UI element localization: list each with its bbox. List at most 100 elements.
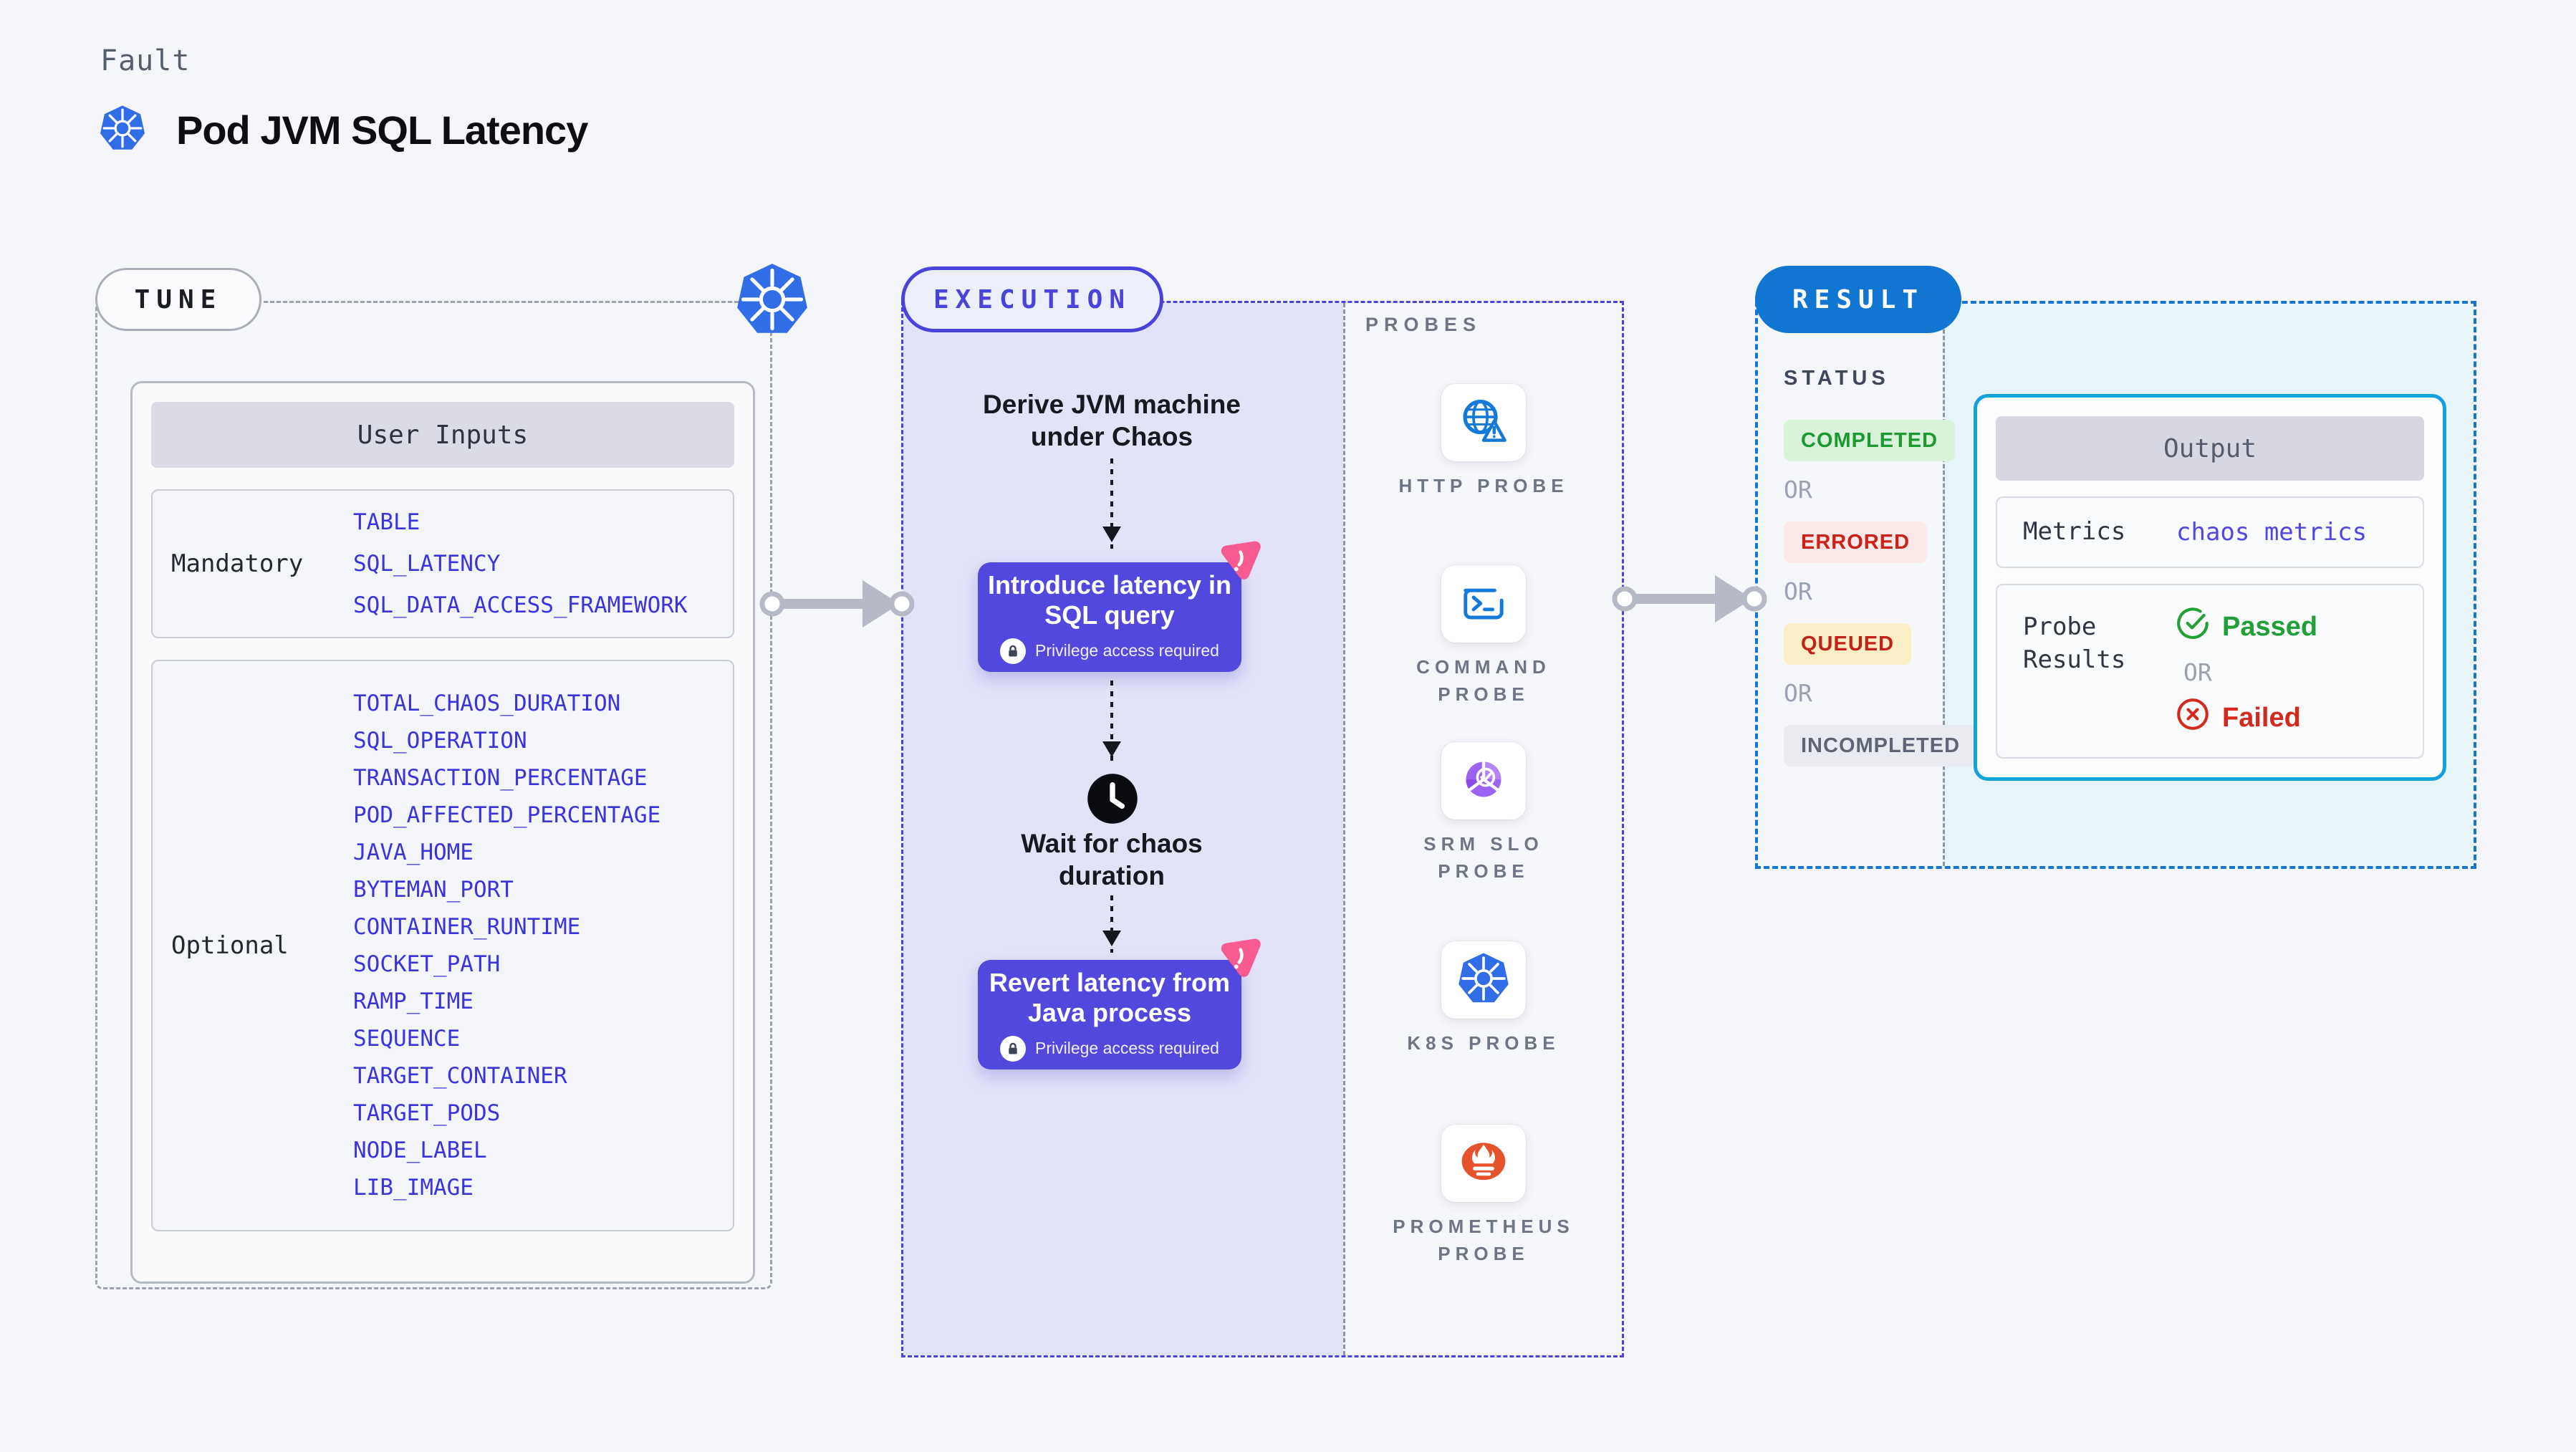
probe-srm-slo: SRM SLO PROBE: [1383, 742, 1584, 885]
probe-card: [1441, 1125, 1526, 1202]
result-panel: [1755, 301, 2476, 869]
param: RAMP_TIME: [353, 988, 474, 1014]
slo-donut-check-icon: [1458, 754, 1509, 809]
param: BYTEMAN_PORT: [353, 876, 514, 903]
flow-arrow-down: [1110, 681, 1113, 764]
probe-command: COMMAND PROBE: [1383, 565, 1584, 708]
fault-kicker: Fault: [100, 44, 191, 77]
execution-probes-divider: [1343, 303, 1345, 1355]
or-separator: OR: [1784, 476, 1812, 504]
probes-panel-label: PROBES: [1365, 314, 1482, 335]
privilege-note: Privilege access required: [1000, 638, 1219, 664]
tune-panel: [95, 301, 772, 1289]
step-introduce-latency: Introduce latency in SQL query Privilege…: [978, 541, 1261, 672]
param: SQL_OPERATION: [353, 727, 527, 754]
probe-label: HTTP PROBE: [1398, 475, 1569, 496]
param: TABLE: [353, 509, 420, 535]
mandatory-param-list: TABLE SQL_LATENCY SQL_DATA_ACCESS_FRAMEW…: [353, 491, 733, 637]
param: TRANSACTION_PERCENTAGE: [353, 764, 648, 791]
metrics-row: Metrics chaos metrics: [1996, 496, 2424, 568]
status-heading: STATUS: [1784, 367, 1890, 390]
globe-alert-icon: [1457, 395, 1510, 451]
metrics-value: chaos metrics: [2176, 518, 2368, 547]
privilege-note-text: Privilege access required: [1035, 1039, 1219, 1058]
terminal-icon: [1458, 577, 1509, 631]
probe-k8s: K8S PROBE: [1383, 941, 1584, 1057]
param: SQL_DATA_ACCESS_FRAMEWORK: [353, 592, 688, 618]
or-separator: OR: [1784, 577, 1812, 605]
verdict-passed: Passed: [2176, 607, 2317, 647]
failed-text: Failed: [2222, 702, 2301, 733]
action-title: Revert latency from Java process: [989, 968, 1231, 1027]
optional-param-list: TOTAL_CHAOS_DURATION SQL_OPERATION TRANS…: [353, 661, 733, 1230]
result-divider: [1943, 304, 1945, 866]
probe-http: HTTP PROBE: [1383, 384, 1584, 500]
page-header: Pod JVM SQL Latency: [99, 105, 588, 155]
param: TARGET_PODS: [353, 1100, 501, 1126]
or-separator: OR: [2183, 658, 2212, 686]
optional-params-group: Optional TOTAL_CHAOS_DURATION SQL_OPERAT…: [151, 660, 734, 1231]
mandatory-label: Mandatory: [171, 549, 304, 578]
param: LIB_IMAGE: [353, 1174, 474, 1201]
mandatory-params-group: Mandatory TABLE SQL_LATENCY SQL_DATA_ACC…: [151, 489, 734, 638]
clock-icon: [1086, 772, 1139, 829]
x-circle-icon: [2176, 698, 2209, 738]
flow-arrow-down: [1110, 458, 1113, 549]
status-badge-incompleted: INCOMPLETED: [1784, 725, 1978, 766]
probe-results-label: Probe Results: [2023, 612, 2126, 674]
param: TOTAL_CHAOS_DURATION: [353, 690, 621, 716]
privilege-note-text: Privilege access required: [1035, 641, 1219, 660]
kubernetes-icon: [735, 262, 809, 340]
kubernetes-icon: [1457, 952, 1510, 1009]
probe-card: [1441, 384, 1526, 461]
probe-results-row: Probe Results Passed OR: [1996, 584, 2424, 759]
verdict-failed: Failed: [2176, 698, 2317, 738]
tune-to-execution-arrow: [759, 580, 915, 628]
param: TARGET_CONTAINER: [353, 1062, 567, 1089]
probe-verdicts: Passed OR Failed: [2176, 585, 2317, 738]
param: CONTAINER_RUNTIME: [353, 913, 581, 940]
kubernetes-icon: [99, 105, 146, 155]
probe-card: [1441, 742, 1526, 819]
prometheus-flame-icon: [1457, 1135, 1510, 1192]
lock-icon: [1000, 1035, 1027, 1062]
param: NODE_LABEL: [353, 1137, 487, 1163]
param: SQL_LATENCY: [353, 550, 501, 577]
check-circle-icon: [2176, 607, 2209, 647]
param: SEQUENCE: [353, 1025, 461, 1052]
status-badge-errored: ERRORED: [1784, 521, 1928, 563]
probe-label: COMMAND PROBE: [1416, 656, 1551, 705]
step-wait-duration: Wait for chaos duration: [1021, 829, 1203, 891]
execution-flow-panel: [903, 303, 1343, 1355]
probe-card: [1441, 565, 1526, 643]
optional-label: Optional: [171, 931, 289, 960]
param: SOCKET_PATH: [353, 951, 501, 977]
probe-label: PROMETHEUS PROBE: [1393, 1216, 1575, 1264]
flow-arrow-down: [1110, 895, 1113, 953]
action-title: Introduce latency in SQL query: [987, 570, 1232, 630]
output-title: Output: [1996, 416, 2424, 481]
param: JAVA_HOME: [353, 839, 474, 865]
chaos-chemistry-icon: [1211, 933, 1264, 988]
step-revert-latency: Revert latency from Java process Privile…: [978, 938, 1261, 1069]
user-inputs-title: User Inputs: [151, 402, 734, 468]
user-inputs-card: User Inputs Mandatory TABLE SQL_LATENCY …: [130, 381, 755, 1284]
page-title: Pod JVM SQL Latency: [176, 107, 588, 153]
status-badge-completed: COMPLETED: [1784, 420, 1956, 461]
step-derive-jvm: Derive JVM machine under Chaos: [983, 390, 1241, 452]
or-separator: OR: [1784, 679, 1812, 707]
execution-pill: EXECUTION: [901, 266, 1163, 332]
tune-pill: TUNE: [95, 268, 261, 331]
result-pill: RESULT: [1755, 266, 1961, 333]
lock-icon: [1000, 638, 1027, 664]
probe-card: [1441, 941, 1526, 1019]
param: POD_AFFECTED_PERCENTAGE: [353, 802, 661, 828]
probe-label: SRM SLO PROBE: [1423, 833, 1544, 882]
output-panel: Output Metrics chaos metrics Probe Resul…: [1974, 394, 2446, 781]
probe-prometheus: PROMETHEUS PROBE: [1383, 1125, 1584, 1267]
privilege-note: Privilege access required: [1000, 1035, 1219, 1062]
execution-panel: [901, 301, 1624, 1357]
probe-label: K8S PROBE: [1407, 1032, 1560, 1054]
execution-to-result-arrow: [1612, 575, 1767, 622]
